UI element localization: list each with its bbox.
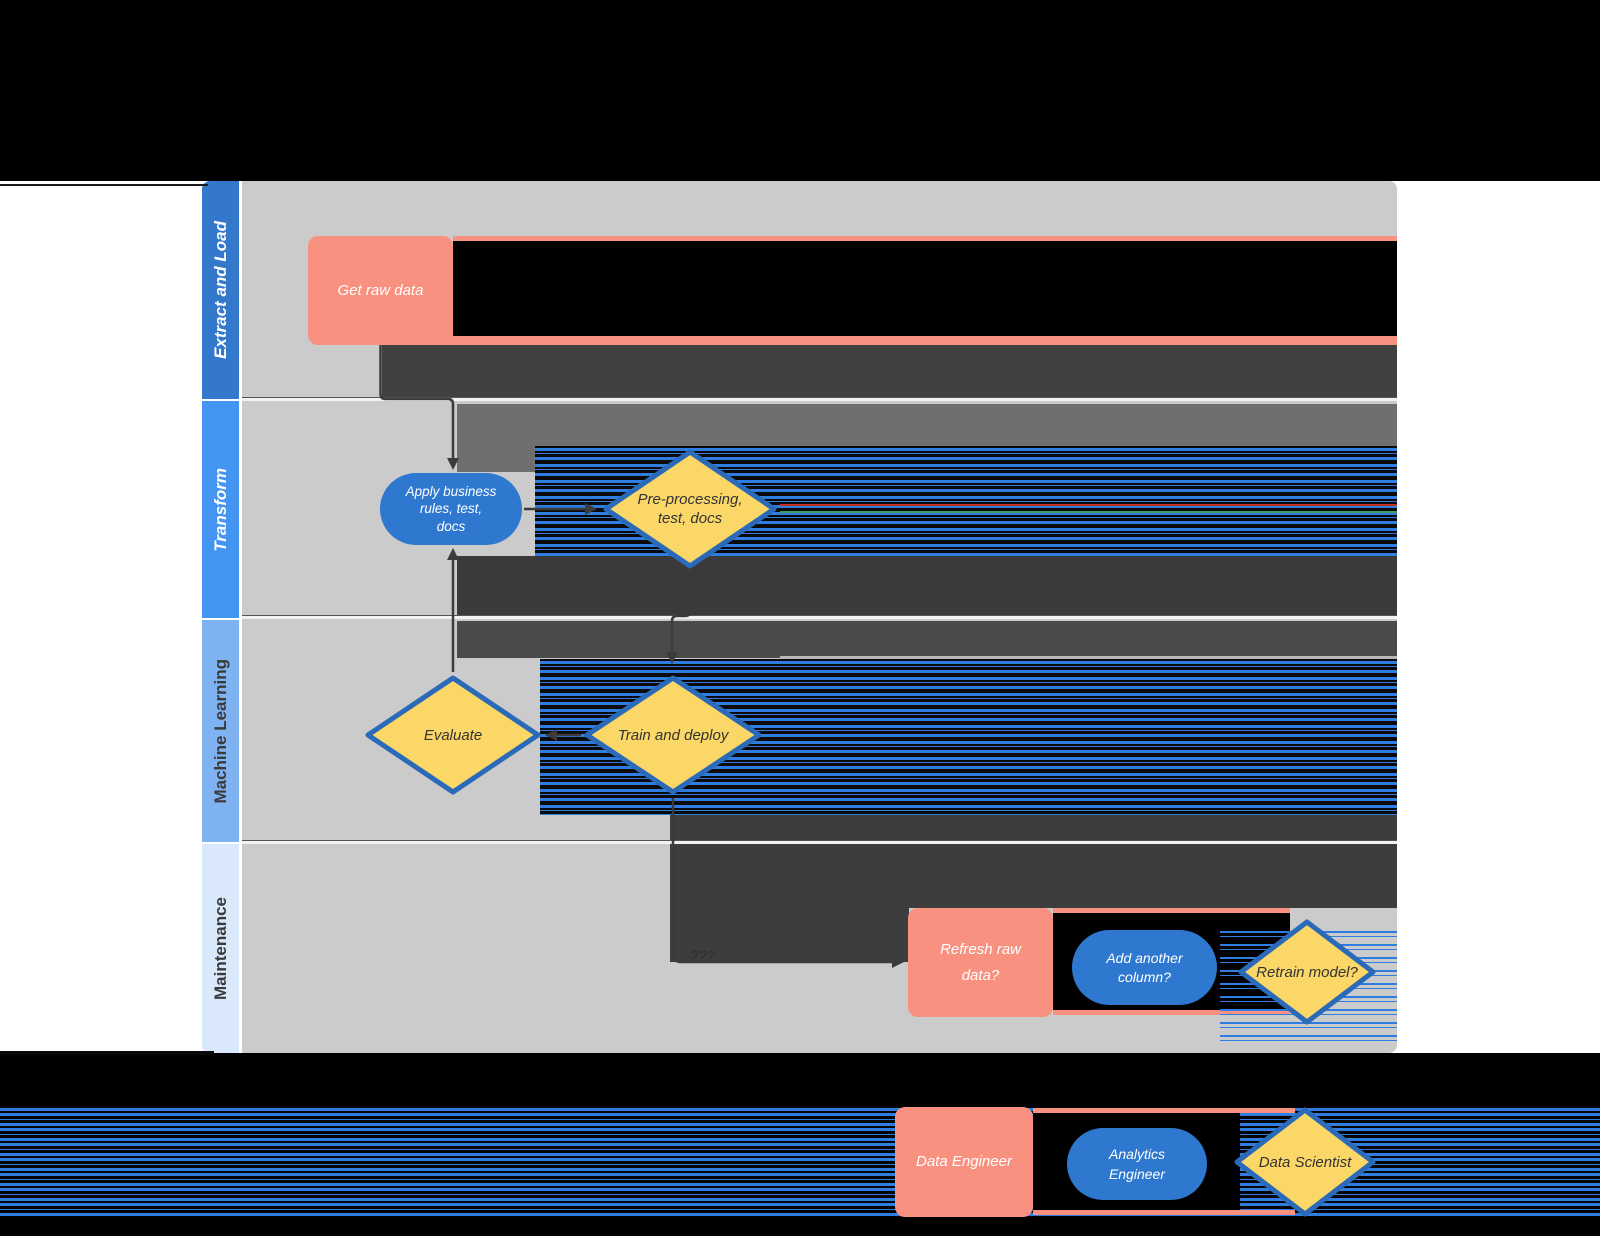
glitch-green-line [780, 511, 1397, 513]
glitch-dark-band [457, 556, 1397, 617]
legend-label-line: Engineer [1108, 1166, 1166, 1182]
node-label: Get raw data [337, 281, 424, 299]
node-label: Pre-processing, test, docs [637, 491, 743, 527]
node-train-and-deploy: Train and deploy [583, 674, 763, 796]
glitch-red-line [780, 504, 1397, 506]
node-pre-processing: Pre-processing, test, docs [602, 448, 778, 570]
legend-data-engineer: Data Engineer [895, 1107, 1033, 1217]
lane-label-transform: Transform [210, 467, 230, 552]
lane-header-transform: Transform [202, 401, 239, 618]
decision-diamond-shape [603, 449, 777, 569]
glitch-gray-band [457, 446, 537, 472]
legend-label-line: Analytics [1108, 1146, 1166, 1162]
legend-label: Data Scientist [1258, 1153, 1352, 1171]
lane-label-maintenance: Maintenance [210, 897, 230, 1000]
node-label: Train and deploy [617, 726, 729, 744]
node-add-another-column: Add another column? [1072, 930, 1217, 1005]
top-black-band [0, 0, 1600, 181]
glitch-salmon-line [1033, 1108, 1295, 1113]
lane-divider [242, 615, 1397, 619]
node-label-line: rules, test, [419, 501, 483, 517]
glitch-edge-line [0, 184, 208, 186]
node-label: Retrain model? [1256, 963, 1358, 981]
glitch-salmon-line [382, 336, 1397, 345]
lane-divider [242, 840, 1397, 844]
glitch-dark-band [457, 621, 1397, 658]
glitch-salmon-line [1033, 1210, 1295, 1215]
node-label-line: Apply business [405, 483, 497, 499]
glitch-salmon-line [453, 236, 1397, 241]
glitch-edge-line [0, 1051, 214, 1055]
lane-divider [242, 397, 1397, 401]
lane-header-maintenance: Maintenance [202, 844, 239, 1053]
node-label-line: Add another [1106, 949, 1183, 966]
node-label: Evaluate [423, 726, 483, 744]
legend-data-scientist: Data Scientist [1233, 1106, 1377, 1218]
node-refresh-raw-data: Refresh raw data? [908, 908, 1053, 1017]
legend-analytics-engineer: Analytics Engineer [1067, 1128, 1207, 1200]
glitch-salmon-line [1053, 908, 1290, 913]
lane-label-extract-and-load: Extract and Load [210, 221, 230, 359]
node-label-line: Refresh raw [940, 940, 1021, 958]
node-retrain-model: Retrain model? [1237, 918, 1377, 1026]
glitch-dark-band [670, 815, 909, 962]
glitch-salmon-line [1053, 1010, 1290, 1015]
edge-label-unknown: ??? [690, 948, 716, 965]
node-evaluate: Evaluate [364, 674, 542, 796]
glitch-black-band [453, 241, 1397, 336]
node-label-line: docs [436, 518, 466, 534]
glitch-dark-band [382, 345, 1397, 398]
node-label-line: data? [961, 966, 1000, 984]
glitch-light-line [780, 656, 1397, 659]
lane-header-machine-learning: Machine Learning [202, 620, 239, 842]
lane-header-extract-and-load: Extract and Load [202, 181, 239, 399]
node-get-raw-data: Get raw data [308, 236, 453, 345]
node-apply-business-rules: Apply business rules, test, docs [380, 473, 522, 545]
legend-label: Data Engineer [916, 1153, 1012, 1170]
node-label-line: column? [1118, 968, 1171, 985]
decision-diamond-shape [1234, 1107, 1376, 1217]
glitch-dark-band [909, 815, 1397, 908]
decision-diamond-shape [1238, 919, 1376, 1025]
decision-diamond-shape [365, 675, 541, 795]
lane-label-machine-learning: Machine Learning [210, 658, 230, 804]
decision-diamond-shape [584, 675, 762, 795]
glitch-gray-band [457, 404, 1397, 446]
